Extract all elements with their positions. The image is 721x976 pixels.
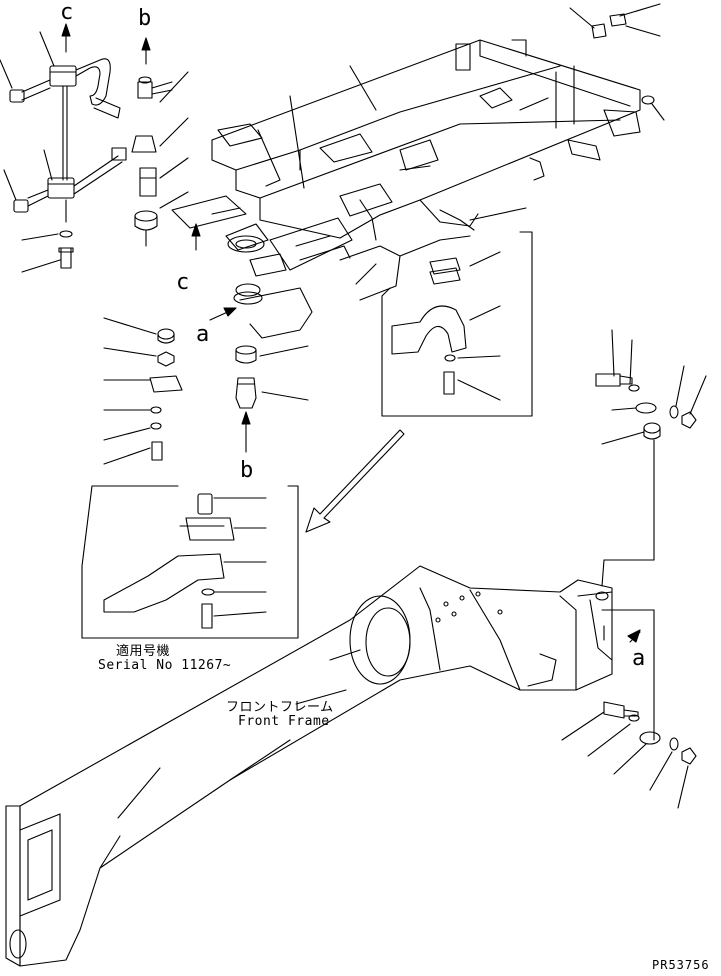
fitting-b-assembly (131, 37, 189, 247)
left-middle-parts-stack (103, 317, 183, 465)
ref-letter-a-right: a (632, 646, 646, 671)
drawing-number: PR53756 (652, 958, 710, 972)
serial-variant-inset-box (81, 485, 299, 639)
center-bushing-fitting (235, 345, 309, 453)
right-lower-bolt-group (561, 701, 697, 809)
ref-letter-c-top: c (60, 0, 74, 25)
grease-line-c-assembly (0, 23, 127, 273)
ref-letter-c-mid: c (176, 270, 190, 295)
front-frame-label-en: Front Frame (238, 714, 330, 729)
leader-lines (211, 3, 665, 285)
cap-inset-box (381, 231, 533, 417)
ref-letter-b-top: b (138, 6, 152, 31)
upper-chassis-frame (171, 13, 655, 339)
ref-letter-a-mid: a (196, 322, 210, 347)
front-frame (5, 565, 655, 967)
front-frame-label-jp: フロントフレーム (226, 700, 334, 715)
right-upper-bolt-group (595, 329, 707, 587)
hollow-arrow (305, 429, 405, 533)
ref-letter-b-mid: b (240, 458, 254, 483)
serial-note-en: Serial No 11267~ (98, 658, 232, 673)
serial-note-jp: 適用号機 (116, 644, 171, 659)
